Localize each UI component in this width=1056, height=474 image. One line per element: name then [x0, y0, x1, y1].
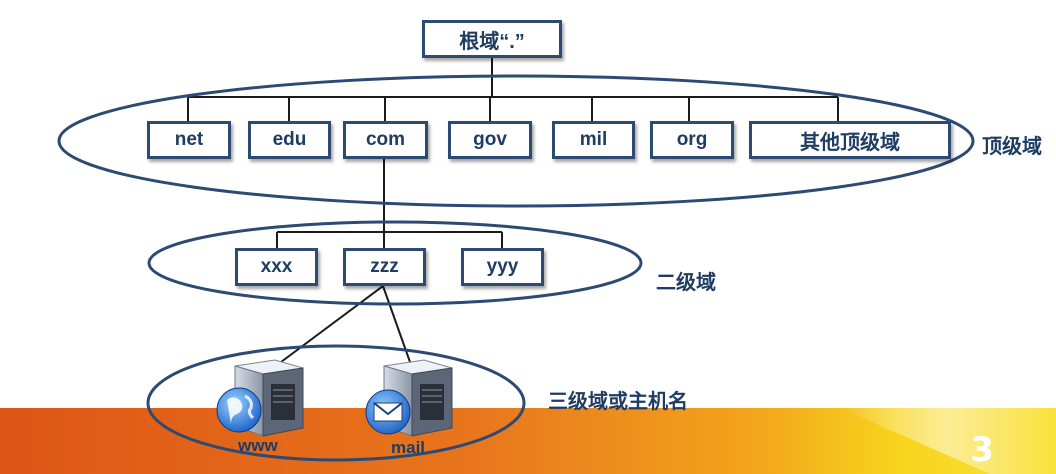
- www-server-icon[interactable]: [213, 358, 313, 438]
- tld-ellipse: [57, 74, 975, 208]
- second-level-xxx[interactable]: xxx: [235, 248, 318, 286]
- tld-net[interactable]: net: [147, 121, 231, 159]
- second-level-ellipse: [147, 220, 643, 306]
- second-level-zzz[interactable]: zzz: [343, 248, 426, 286]
- third-level-ellipse: [146, 344, 526, 462]
- second-level-yyy[interactable]: yyy: [461, 248, 544, 286]
- tld-other[interactable]: 其他顶级域: [749, 121, 951, 159]
- host-mail-label: mail: [391, 438, 426, 457]
- third-level-group-label: 三级域或主机名: [548, 389, 688, 413]
- mail-server-icon[interactable]: [362, 358, 462, 438]
- tld-com[interactable]: com: [343, 121, 428, 159]
- second-level-group-label: 二级域: [656, 270, 716, 294]
- tld-org[interactable]: org: [650, 121, 734, 159]
- tld-edu[interactable]: edu: [248, 121, 331, 159]
- root-domain-box[interactable]: 根域“.”: [422, 20, 562, 58]
- tld-mil[interactable]: mil: [552, 121, 635, 159]
- slide-number: 3: [970, 430, 994, 470]
- tld-group-label: 顶级域: [982, 134, 1042, 158]
- host-www-label: www: [238, 436, 278, 455]
- tld-gov[interactable]: gov: [448, 121, 532, 159]
